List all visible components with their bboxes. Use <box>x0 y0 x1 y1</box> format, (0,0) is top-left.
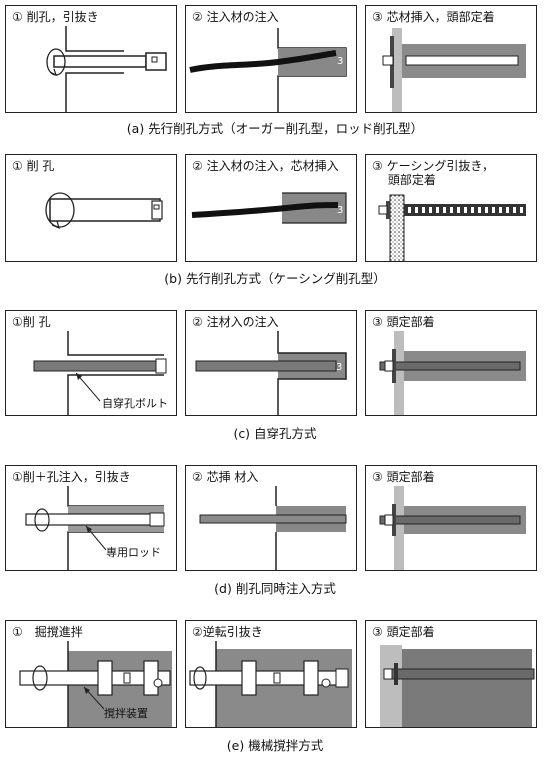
panel-e1-label: ① 掘撹進拌 <box>12 625 83 639</box>
panel-b3: ③ ケーシング引抜き， 頭部定着 <box>365 154 537 262</box>
panel-b2: 3 ② 注入材の注入，芯材挿入 <box>185 154 357 262</box>
panel-c1: ①削 孔 自穿孔ボルト <box>5 310 177 416</box>
panel-b3-label: ③ ケーシング引抜き， 頭部定着 <box>372 159 494 187</box>
panel-e2: ②逆転引抜き <box>185 620 357 728</box>
caption-e: (e) 機械撹拌方式 <box>226 738 324 753</box>
core-insert-illustration <box>199 486 347 570</box>
casing-withdraw-illustration <box>378 194 526 261</box>
self-drilling-anchor-illustration <box>379 331 526 415</box>
panel-b1: ① 削 孔 <box>5 154 177 262</box>
panel-a2: 3 ② 注入材の注入 <box>185 5 357 113</box>
panel-a3-label: ③ 芯材挿入，頭部定着 <box>372 10 495 24</box>
drill-extract-illustration <box>46 26 167 112</box>
self-drilling-grout-illustration: 3 <box>195 331 347 415</box>
panel-a2-label: ② 注入材の注入 <box>192 10 279 24</box>
reverse-withdraw-illustration <box>189 641 352 727</box>
svg-text:3: 3 <box>337 205 343 216</box>
caption-c: (c) 自穿孔方式 <box>233 426 317 441</box>
caption-d: (d) 削孔同時注入方式 <box>214 581 336 596</box>
dedicated-rod-callout: 専用ロッド <box>106 546 161 559</box>
panel-c1-label: ①削 孔 <box>12 315 51 329</box>
grout-injection-illustration: 3 <box>189 28 347 112</box>
panel-d2-label: ② 芯挿 材入 <box>192 470 259 484</box>
caption-a: (a) 先行削孔方式（オーガー削孔型，ロッド削孔型） <box>126 121 424 136</box>
panel-d2: ② 芯挿 材入 <box>185 465 357 571</box>
caption-b: (b) 先行削孔方式（ケーシング削孔型） <box>164 271 386 286</box>
panel-b1-label: ① 削 孔 <box>12 159 55 173</box>
panel-e2-label: ②逆転引抜き <box>192 625 263 639</box>
simultaneous-anchor-illustration <box>379 486 526 570</box>
mixing-device-callout: 撹拌装置 <box>104 707 148 720</box>
panel-e1: ① 掘撹進拌 撹拌装置 <box>5 620 177 728</box>
casing-drill-illustration <box>45 192 163 230</box>
panel-b2-label: ② 注入材の注入，芯材挿入 <box>192 159 339 173</box>
panel-e3-label: ③ 頭定部着 <box>372 625 435 639</box>
panel-a1-label: ① 削孔，引抜き <box>12 10 99 24</box>
svg-text:3: 3 <box>336 362 342 373</box>
panel-c3: ③ 頭定部着 <box>365 310 537 416</box>
svg-text:3: 3 <box>337 56 343 67</box>
panel-d3: ③ 頭定部着 <box>365 465 537 571</box>
simultaneous-inject-illustration <box>25 486 165 570</box>
panel-e3: ③ 頭定部着 <box>365 620 537 728</box>
panel-a1: ① 削孔，引抜き <box>5 5 177 113</box>
panel-c2-label: ② 注材入の注入 <box>192 315 279 329</box>
panel-c2: 3 ② 注材入の注入 <box>185 310 357 416</box>
core-anchor-illustration <box>382 28 526 112</box>
panel-c3-label: ③ 頭定部着 <box>372 315 435 329</box>
mixing-anchor-illustration <box>380 645 535 727</box>
grout-core-insert-illustration: 3 <box>191 192 347 224</box>
panel-a3: ③ 芯材挿入，頭部定着 <box>365 5 537 113</box>
panel-d3-label: ③ 頭定部着 <box>372 470 435 484</box>
self-drilling-bolt-callout: 自穿孔ボルト <box>102 397 168 410</box>
panel-d1: ①削＋孔注入，引抜き 専用ロッド <box>5 465 177 571</box>
panel-d1-label: ①削＋孔注入，引抜き <box>12 470 131 484</box>
self-drilling-illustration <box>33 331 167 415</box>
